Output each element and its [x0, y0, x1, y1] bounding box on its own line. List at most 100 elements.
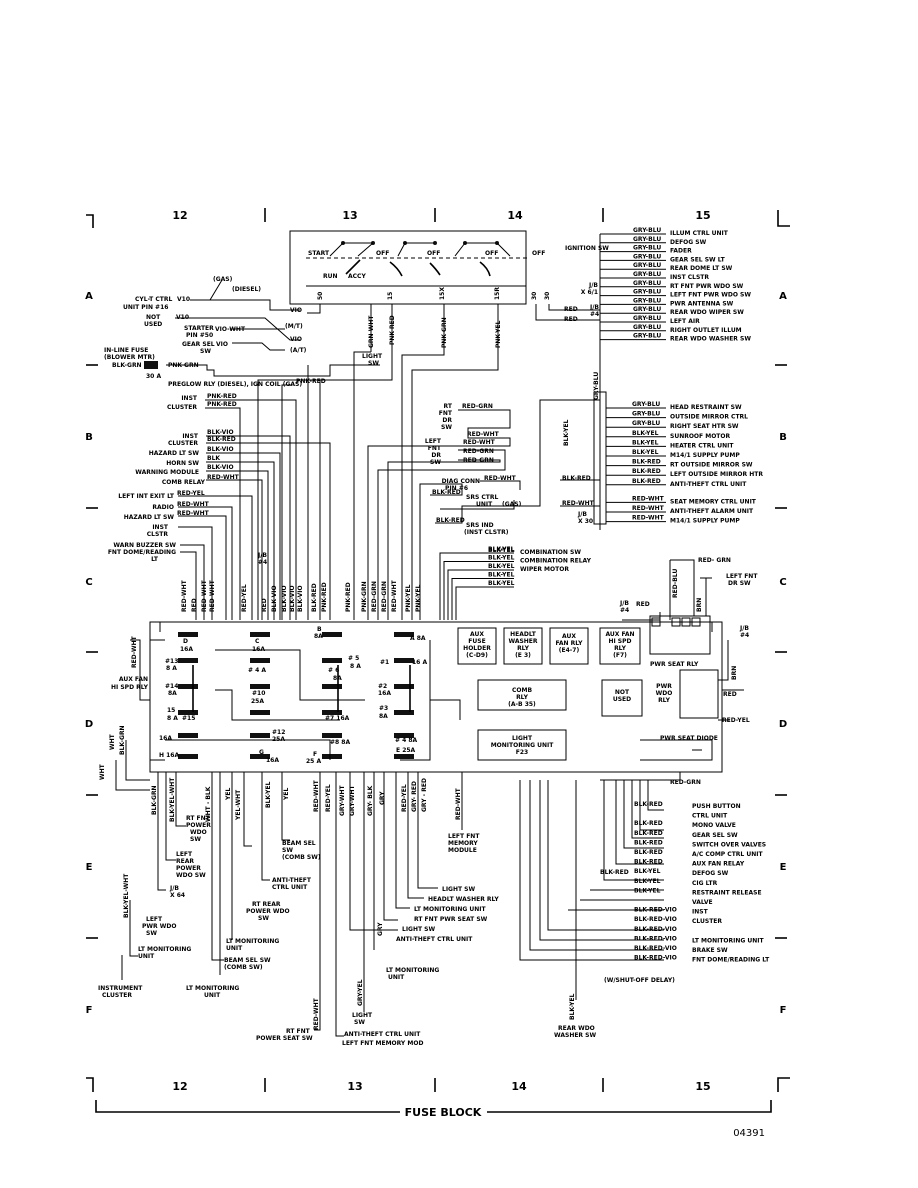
relay-label: AUX — [470, 631, 484, 638]
component-label: UNIT PIN #16 — [123, 304, 168, 311]
component-label: REAR WDO — [558, 1025, 595, 1032]
wire-color: RED-YEL — [401, 784, 408, 812]
top-left-starter-group: (GAS) (DIESEL) CYL-T CTRL UNIT PIN #16 V… — [104, 276, 383, 620]
junction-label: #4 — [258, 559, 267, 566]
list-item-label: CTRL UNIT — [692, 813, 728, 820]
ignition-position: START — [308, 250, 330, 257]
list-item-label: COMBINATION RELAY — [520, 558, 592, 565]
component-label: WDO — [190, 829, 207, 836]
figure-id: 04391 — [733, 1128, 765, 1139]
component-label: UNIT — [388, 974, 405, 981]
list-item-label: REAR WDO WIPER SW — [670, 309, 744, 316]
list-item-label: REAR WDO WASHER SW — [670, 336, 751, 343]
component-label: DIAG CONN — [442, 478, 480, 485]
column-label: 15 — [695, 1080, 710, 1093]
wire-color: GRY-YEL — [357, 979, 364, 1006]
row-label: F — [780, 1005, 787, 1016]
ignition-position: OFF — [376, 250, 389, 257]
fuse-label: B — [317, 626, 322, 633]
component-label: DR SW — [728, 580, 751, 587]
component-label: SW — [430, 459, 441, 466]
component-label: BEAM SEL SW — [224, 957, 271, 964]
fuse-label: E 25A — [396, 747, 416, 754]
component-label: SW — [368, 360, 379, 367]
wire-color: RED — [564, 316, 578, 323]
wire-color: PNK-RED — [321, 582, 328, 612]
list-item-label: M14/1 SUPPLY PUMP — [670, 518, 740, 525]
fuse-label: #13 — [165, 658, 178, 665]
wire-color: BLK-VIO — [289, 585, 296, 612]
wire-color: VIO — [216, 341, 228, 348]
ignition-switch-box — [289, 230, 527, 305]
fuse-label: #12 — [272, 729, 285, 736]
wire-color: RED-BLU — [672, 569, 679, 598]
wire-color: RED-WHT — [209, 579, 216, 612]
fuse-label: G — [259, 749, 264, 756]
wire-color: BLK-RED — [207, 436, 236, 443]
component-label: PIN #50 — [186, 332, 213, 339]
component-label: LT — [151, 556, 159, 563]
component-label: DR — [442, 417, 452, 424]
component-label: WDO SW — [176, 872, 206, 879]
relay-label: (A-B 35) — [508, 701, 536, 708]
wire-color: PNK-RED — [207, 393, 237, 400]
wire-color: BLK-VIO — [271, 585, 278, 612]
component-label: INST — [182, 433, 199, 440]
wire-color: GRY-BLU — [633, 306, 661, 313]
wire-color: RED-WHT — [201, 579, 208, 612]
wire-color: BLK-RED — [634, 830, 663, 837]
component-label: SRS CTRL — [466, 494, 498, 501]
fuse-block-outline — [149, 621, 723, 773]
wire-color: RED-WHT — [632, 505, 665, 512]
component-label: PWR SEAT DIODE — [660, 735, 718, 742]
wire-color: VIO — [290, 336, 302, 343]
component-label: LT MONITORING UNIT — [414, 906, 487, 913]
junction-label: J/B — [619, 600, 629, 607]
fuse-label: #8 8A — [330, 739, 350, 746]
fuse-block: D 16A C 16A B 8A A 8A #13 8 A # 4 A # 5 … — [111, 621, 723, 773]
relay-label: RLY — [516, 694, 529, 701]
wire-color: WHT — [99, 763, 106, 780]
component-label: NOT — [146, 314, 161, 321]
terminal-label: 30 — [544, 292, 551, 300]
component-label: WARNING MODULE — [135, 469, 199, 476]
component-label: SW — [146, 930, 157, 937]
component-label: FNT — [439, 410, 453, 417]
wire-color: BLK-VIO — [207, 464, 234, 471]
wire-color: PNK-YEL — [405, 584, 412, 612]
wire-color: BLK-VIO — [207, 429, 234, 436]
wire-color: BLK-RED — [632, 459, 661, 466]
junction-label: X 64 — [170, 892, 185, 899]
column-labels-top: 12 13 14 15 — [172, 209, 710, 222]
relay-label: F23 — [516, 749, 528, 756]
wire-color: GRY-WHT — [349, 784, 356, 816]
component-label: SW — [354, 1019, 365, 1026]
fuse-label: 8A — [168, 690, 177, 697]
list-item-label: REAR DOME LT SW — [670, 265, 733, 272]
list-item-label: RT FNT PWR WDO SW — [670, 283, 744, 290]
column-label: 13 — [342, 209, 357, 222]
fuse-label: # 4 A — [248, 667, 266, 674]
wire-color: PNK-RED — [345, 582, 352, 612]
column-label: 12 — [172, 209, 187, 222]
wire-color: GRY-BLU — [632, 411, 660, 418]
fuse-label: 16 A — [412, 659, 427, 666]
wire-color: BLK-RED — [311, 583, 318, 612]
component-label: CLUSTER — [102, 992, 132, 999]
list-item-label: INST CLSTR — [670, 274, 709, 281]
component-label: SW — [441, 424, 452, 431]
row-label: F — [86, 1005, 93, 1016]
component-label: LEFT INT EXIT LT — [118, 493, 175, 500]
row-label: D — [85, 719, 93, 730]
junction-label: J/B — [589, 304, 599, 311]
relay-label: RLY — [658, 697, 671, 704]
wire-color: GRY-BLU — [633, 289, 661, 296]
junction-label: #4 — [740, 632, 749, 639]
junction-label: #4 — [620, 607, 629, 614]
ignition-title: IGNITION SW — [565, 245, 609, 252]
component-label: LEFT — [146, 916, 163, 923]
wire-color: RED — [564, 306, 578, 313]
row-label: D — [779, 719, 787, 730]
wire-color: RED-GRN — [381, 581, 388, 612]
